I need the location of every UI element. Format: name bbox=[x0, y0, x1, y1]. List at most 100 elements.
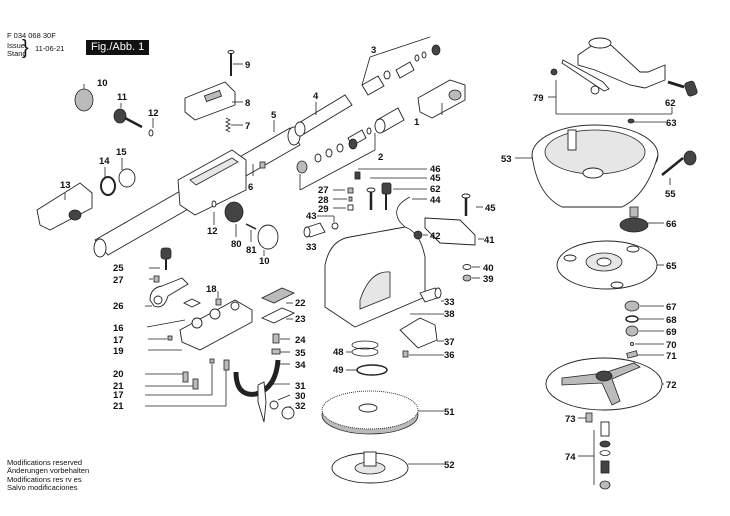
tripod-plate-part-72[interactable] bbox=[545, 357, 663, 411]
grub-screw-part-6[interactable] bbox=[259, 161, 266, 169]
screws-part-20-21[interactable] bbox=[182, 359, 230, 390]
sleeve-part-2[interactable] bbox=[296, 107, 405, 174]
label-part-46: 46 bbox=[430, 164, 441, 175]
knob-part-10-bottom[interactable] bbox=[257, 224, 279, 250]
label-part-27-center: 27 bbox=[318, 185, 329, 196]
screw-part-9[interactable] bbox=[227, 50, 235, 77]
thumb-screw-part-62-right[interactable] bbox=[667, 80, 698, 97]
frame-part-38[interactable] bbox=[324, 226, 426, 328]
spring-part-48[interactable] bbox=[351, 340, 379, 357]
label-part-17-top: 17 bbox=[113, 335, 124, 346]
label-part-34: 34 bbox=[295, 360, 306, 371]
tube-part-4[interactable] bbox=[294, 94, 353, 137]
sleeve-part-29[interactable] bbox=[347, 204, 354, 211]
label-part-30: 30 bbox=[295, 391, 306, 402]
label-part-53: 53 bbox=[501, 154, 512, 165]
plate-part-23[interactable] bbox=[260, 307, 296, 324]
label-part-40: 40 bbox=[483, 263, 494, 274]
thumb-screw-part-11[interactable] bbox=[113, 108, 143, 129]
washer-part-32[interactable] bbox=[281, 406, 295, 420]
label-part-80: 80 bbox=[231, 239, 242, 250]
label-part-79: 79 bbox=[533, 93, 544, 104]
label-part-51: 51 bbox=[444, 407, 455, 418]
grub-screw-part-27-left[interactable] bbox=[153, 275, 160, 283]
bar-part-41[interactable] bbox=[424, 217, 476, 246]
label-part-24: 24 bbox=[295, 335, 306, 346]
issue-label: Issue bbox=[7, 41, 25, 50]
o-ring-part-12-top[interactable] bbox=[148, 129, 154, 137]
bolt-part-33-right[interactable] bbox=[419, 287, 442, 303]
ring-part-14[interactable] bbox=[100, 176, 116, 196]
pin-part-81[interactable] bbox=[245, 223, 257, 230]
bolt-part-33-left[interactable] bbox=[303, 222, 326, 238]
label-part-20: 20 bbox=[113, 369, 124, 380]
pin-part-71[interactable] bbox=[626, 350, 639, 359]
foot-assembly-part-74[interactable] bbox=[599, 421, 611, 490]
screw-part-35[interactable] bbox=[271, 348, 281, 355]
graduated-disc-part-51[interactable] bbox=[321, 390, 419, 435]
label-part-37: 37 bbox=[444, 337, 455, 348]
nut-part-69[interactable] bbox=[625, 325, 639, 337]
sleeve-assembly-part-3[interactable] bbox=[361, 44, 441, 96]
housing-part-53[interactable] bbox=[531, 124, 659, 208]
clamp-block-part-19[interactable] bbox=[179, 299, 253, 351]
ball-part-70[interactable] bbox=[630, 342, 634, 346]
label-part-21-top: 21 bbox=[113, 381, 124, 392]
bushing-part-67[interactable] bbox=[624, 300, 640, 312]
screw-part-45-right[interactable] bbox=[461, 193, 471, 216]
bracket-arm-part-79[interactable] bbox=[550, 37, 666, 95]
plate-part-65[interactable] bbox=[556, 240, 658, 290]
knob-screw-part-25[interactable] bbox=[160, 247, 172, 270]
adjust-screw-part-55[interactable] bbox=[661, 150, 697, 176]
label-part-9: 9 bbox=[245, 60, 250, 71]
o-ring-part-12-bottom[interactable] bbox=[211, 200, 217, 208]
base-plate-part-52[interactable] bbox=[331, 451, 409, 484]
label-part-15: 15 bbox=[116, 147, 127, 158]
screw-part-36[interactable] bbox=[402, 350, 409, 358]
label-part-68: 68 bbox=[666, 315, 677, 326]
spirit-level-part-8[interactable] bbox=[184, 81, 236, 121]
nut-part-39[interactable] bbox=[462, 274, 472, 282]
washer-part-40[interactable] bbox=[462, 264, 472, 270]
washer-part-30[interactable] bbox=[269, 400, 279, 410]
plate-part-16[interactable] bbox=[182, 298, 202, 308]
label-part-36: 36 bbox=[444, 350, 455, 361]
label-part-52: 52 bbox=[444, 460, 455, 471]
cap-screw-part-62-center[interactable] bbox=[381, 182, 392, 210]
pin-part-17[interactable] bbox=[167, 335, 215, 364]
grub-screw-part-46[interactable] bbox=[354, 171, 361, 180]
o-ring-part-49[interactable] bbox=[356, 364, 388, 376]
label-part-62-center: 62 bbox=[430, 184, 441, 195]
lever-part-26[interactable] bbox=[149, 277, 189, 308]
label-part-73: 73 bbox=[565, 414, 576, 425]
plate-part-37[interactable] bbox=[399, 317, 438, 349]
label-part-19: 19 bbox=[113, 346, 124, 357]
grub-screw-part-18[interactable] bbox=[215, 298, 222, 306]
screw-part-45-left[interactable] bbox=[366, 187, 376, 210]
o-ring-part-68[interactable] bbox=[625, 315, 639, 323]
screw-part-43[interactable] bbox=[331, 222, 339, 230]
label-part-12-bottom: 12 bbox=[207, 226, 218, 237]
knob-part-66[interactable] bbox=[619, 206, 649, 233]
pointer-part-31[interactable] bbox=[257, 381, 267, 423]
screw-part-24[interactable] bbox=[272, 333, 280, 344]
knurled-nut-part-80[interactable] bbox=[224, 201, 244, 223]
label-part-23: 23 bbox=[295, 314, 306, 325]
end-cap-part-13[interactable] bbox=[36, 182, 93, 231]
pin-part-28[interactable] bbox=[348, 196, 353, 202]
knob-part-10-top[interactable] bbox=[74, 88, 94, 112]
arc-scale-part-34[interactable] bbox=[233, 359, 281, 397]
nut-part-42[interactable] bbox=[413, 230, 423, 240]
plate-part-22[interactable] bbox=[261, 287, 295, 304]
label-part-13: 13 bbox=[60, 180, 71, 191]
screw-part-73[interactable] bbox=[585, 412, 593, 423]
screw-part-63[interactable] bbox=[627, 118, 635, 124]
label-part-8: 8 bbox=[245, 98, 250, 109]
wire-spring-part-44[interactable] bbox=[396, 196, 411, 228]
handle-part-1[interactable] bbox=[417, 79, 466, 119]
label-part-32: 32 bbox=[295, 401, 306, 412]
cap-part-15[interactable] bbox=[118, 168, 136, 188]
label-part-42: 42 bbox=[430, 231, 441, 242]
nut-part-27-center[interactable] bbox=[347, 187, 354, 194]
spring-part-7[interactable] bbox=[225, 117, 231, 133]
